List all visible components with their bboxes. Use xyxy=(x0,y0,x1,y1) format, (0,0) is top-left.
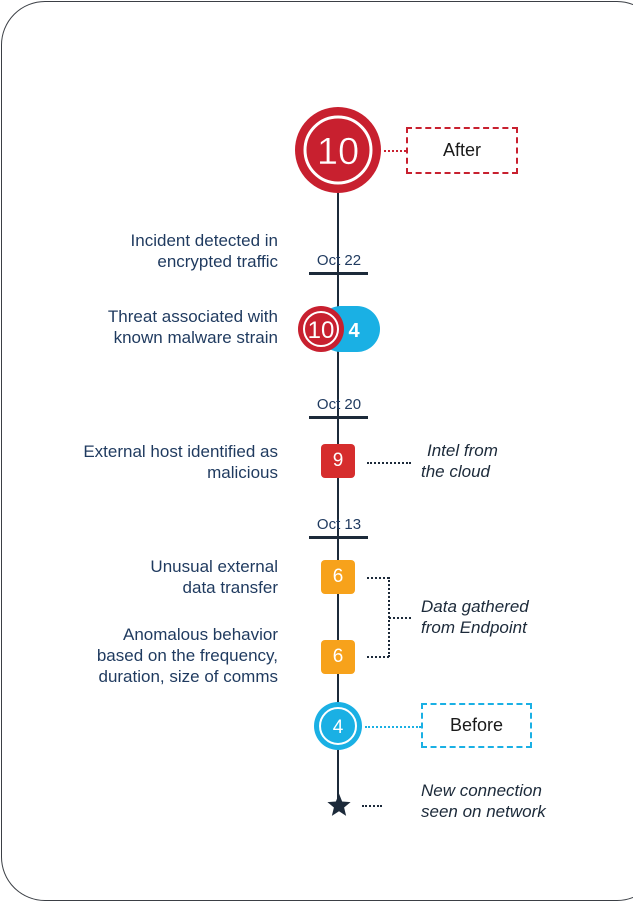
before-score-badge: 4 xyxy=(314,702,362,750)
date-oct-13-rule xyxy=(309,536,368,539)
date-oct-20-rule xyxy=(309,416,368,419)
anomalous-score: 6 xyxy=(321,640,355,674)
threat-blue-score: 4 xyxy=(348,320,360,342)
cloud-connector xyxy=(367,462,411,464)
before-label-box: Before xyxy=(421,703,532,748)
after-score-badge: 10 xyxy=(295,107,381,193)
date-oct-22: Oct 22 xyxy=(316,252,362,269)
after-label-box: After xyxy=(406,127,518,174)
before-score-value: 4 xyxy=(333,717,344,738)
endpoint-connector-out xyxy=(389,617,411,619)
star-icon xyxy=(327,793,351,816)
external-host-score: 9 xyxy=(321,444,355,478)
event-external-host-label: External host identified as malicious xyxy=(83,442,278,482)
cloud-intel-note: Intel from the cloud xyxy=(421,441,498,481)
event-anomalous-label: Anomalous behavior based on the frequenc… xyxy=(96,625,278,686)
event-threat-label: Threat associated with known malware str… xyxy=(107,307,278,347)
network-connector xyxy=(362,805,382,807)
date-oct-20: Oct 20 xyxy=(316,396,362,413)
after-connector xyxy=(384,150,406,152)
data-transfer-score: 6 xyxy=(321,560,355,594)
network-note: New connection seen on network xyxy=(421,781,546,821)
threat-red-score: 10 xyxy=(308,317,335,344)
before-connector xyxy=(365,726,421,728)
endpoint-connector-top xyxy=(367,577,389,579)
threat-score-badges: 10 4 xyxy=(298,306,380,352)
date-oct-22-rule xyxy=(309,272,368,275)
timeline-spine xyxy=(337,150,339,808)
after-score-value: 10 xyxy=(317,131,359,173)
endpoint-connector-bottom xyxy=(367,656,389,658)
endpoint-note: Data gathered from Endpoint xyxy=(421,597,529,637)
date-oct-13: Oct 13 xyxy=(316,516,362,533)
event-data-transfer-label: Unusual external data transfer xyxy=(150,557,278,597)
event-incident-label: Incident detected in encrypted traffic xyxy=(130,231,278,271)
